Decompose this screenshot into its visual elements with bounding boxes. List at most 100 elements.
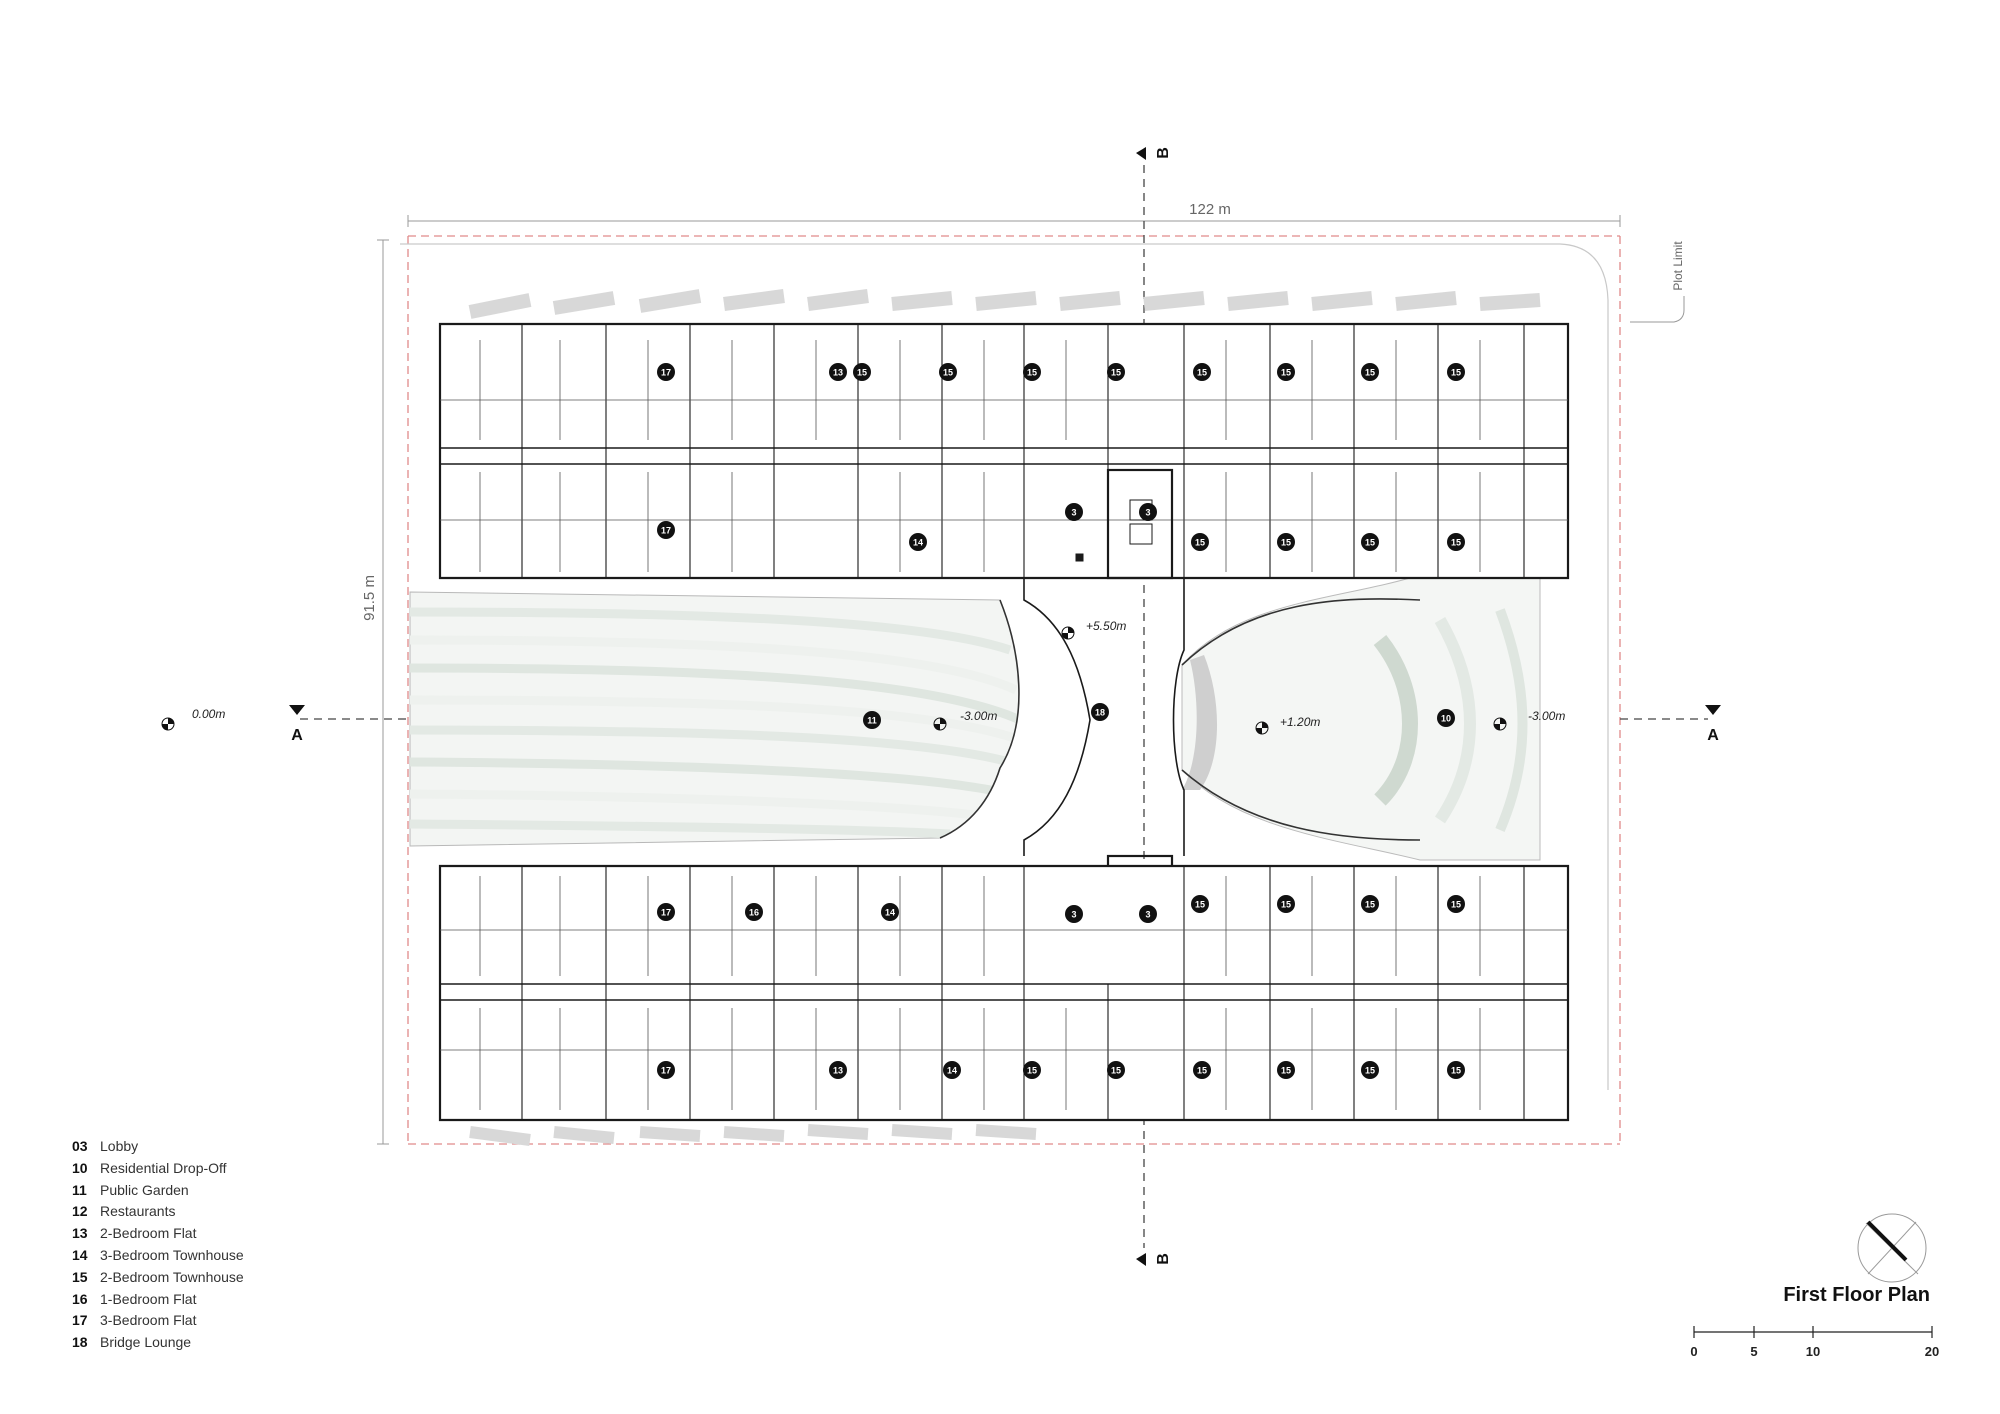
room-tag: 14 [881,903,899,921]
room-tag-label: 15 [1281,368,1291,378]
legend-number: 11 [72,1181,87,1198]
room-tag: 11 [863,711,881,729]
room-tag: 15 [1277,533,1295,551]
room-tag-label: 13 [833,368,843,378]
room-tag-label: 16 [749,908,759,918]
dimension-height-label: 91.5 m [361,575,378,621]
room-tag: 15 [939,363,957,381]
room-tag: 15 [1447,1061,1465,1079]
room-tag-label: 14 [885,908,895,918]
room-tag-label: 15 [1281,900,1291,910]
room-tag: 15 [1277,1061,1295,1079]
room-tag: 16 [745,903,763,921]
room-tags: 17 13 15 15 15 15 15 15 15 15 17 14 3 3 15 15 15 15 11 18 10… [657,363,1465,1079]
plot-limit-boundary [407,235,1621,1145]
public-garden-landscape [409,591,1020,847]
svg-text:A: A [291,727,303,744]
room-tag-label: 15 [1027,1066,1037,1076]
room-tag-label: 15 [1281,1066,1291,1076]
dimension-width-label: 122 m [1189,201,1231,218]
room-tag-label: 14 [913,538,923,548]
north-wing [438,289,1570,580]
drawing-title: First Floor Plan [1783,1284,1930,1306]
room-tag: 15 [1277,363,1295,381]
room-tag: 15 [1447,895,1465,913]
room-tag: 15 [1191,533,1209,551]
room-tag: 14 [943,1061,961,1079]
room-tag-label: 13 [833,1066,843,1076]
room-tag-label: 15 [857,368,867,378]
room-tag: 3 [1065,503,1083,521]
legend-number: 14 [72,1246,88,1263]
room-tag-label: 3 [1071,508,1076,518]
legend-label: Bridge Lounge [100,1334,192,1351]
legend-item: 12 Restaurants [72,1201,244,1223]
level-marker: +1.20m [1255,715,1320,735]
legend-label: 2-Bedroom Flat [100,1225,197,1242]
section-marker-a-left: A [289,705,305,744]
room-tag-label: 15 [1111,1066,1121,1076]
section-marker-a-right: A [1705,705,1721,744]
room-tag: 15 [1361,1061,1379,1079]
scale-bar-label-0: 0 [1690,1344,1697,1359]
room-tag: 15 [1193,1061,1211,1079]
room-tag-label: 17 [661,908,671,918]
legend-item: 03 Lobby [72,1136,244,1158]
room-tag: 15 [1023,363,1041,381]
room-tag-label: 17 [661,368,671,378]
room-tag: 15 [1193,363,1211,381]
room-tag-label: 14 [947,1066,957,1076]
plot-limit-leader [1630,296,1685,323]
legend-number: 17 [72,1312,88,1329]
room-tag: 15 [1361,533,1379,551]
room-tag: 15 [1191,895,1209,913]
room-tag-label: 15 [1195,900,1205,910]
legend-item: 17 3-Bedroom Flat [72,1310,244,1332]
room-tag-label: 15 [1197,1066,1207,1076]
legend-item: 18 Bridge Lounge [72,1332,244,1354]
room-tag: 3 [1139,503,1157,521]
room-tag-label: 15 [1365,368,1375,378]
room-tag: 3 [1139,905,1157,923]
room-tag-label: 15 [943,368,953,378]
room-tag: 18 [1091,703,1109,721]
room-tag: 15 [1023,1061,1041,1079]
room-tag-label: 15 [1451,900,1461,910]
room-tag-label: 15 [1281,538,1291,548]
room-tag: 13 [829,1061,847,1079]
legend-label: Restaurants [100,1203,176,1220]
room-tag: 15 [853,363,871,381]
room-tag: 17 [657,1061,675,1079]
legend-label: 3-Bedroom Flat [100,1312,197,1329]
room-tag-label: 15 [1451,368,1461,378]
svg-text:A: A [1707,727,1719,744]
legend-label: Public Garden [100,1181,189,1198]
scale-bar-label-5: 5 [1750,1344,1757,1359]
room-tag-label: 15 [1111,368,1121,378]
legend-number: 18 [72,1334,88,1351]
level-marker: 0.00m [161,707,225,731]
drop-off-landscape [1181,574,1541,861]
room-tag: 15 [1361,895,1379,913]
legend-number: 03 [72,1138,88,1154]
room-tag-label: 11 [867,716,877,726]
room-tag-label: 15 [1195,538,1205,548]
room-tag-label: 3 [1145,508,1150,518]
legend-label: Lobby [100,1138,139,1154]
legend-number: 12 [72,1203,88,1220]
room-tag: 15 [1107,363,1125,381]
svg-text:-3.00m: -3.00m [1528,709,1565,723]
level-marker: -3.00m [933,709,997,731]
room-tag: 17 [657,521,675,539]
scale-bar [1693,1326,1933,1338]
room-tag-label: 3 [1071,910,1076,920]
room-tag-label: 17 [661,526,671,536]
legend-label: 2-Bedroom Townhouse [100,1268,244,1285]
north-arrow-icon [1857,1213,1927,1283]
room-tag: 10 [1437,709,1455,727]
